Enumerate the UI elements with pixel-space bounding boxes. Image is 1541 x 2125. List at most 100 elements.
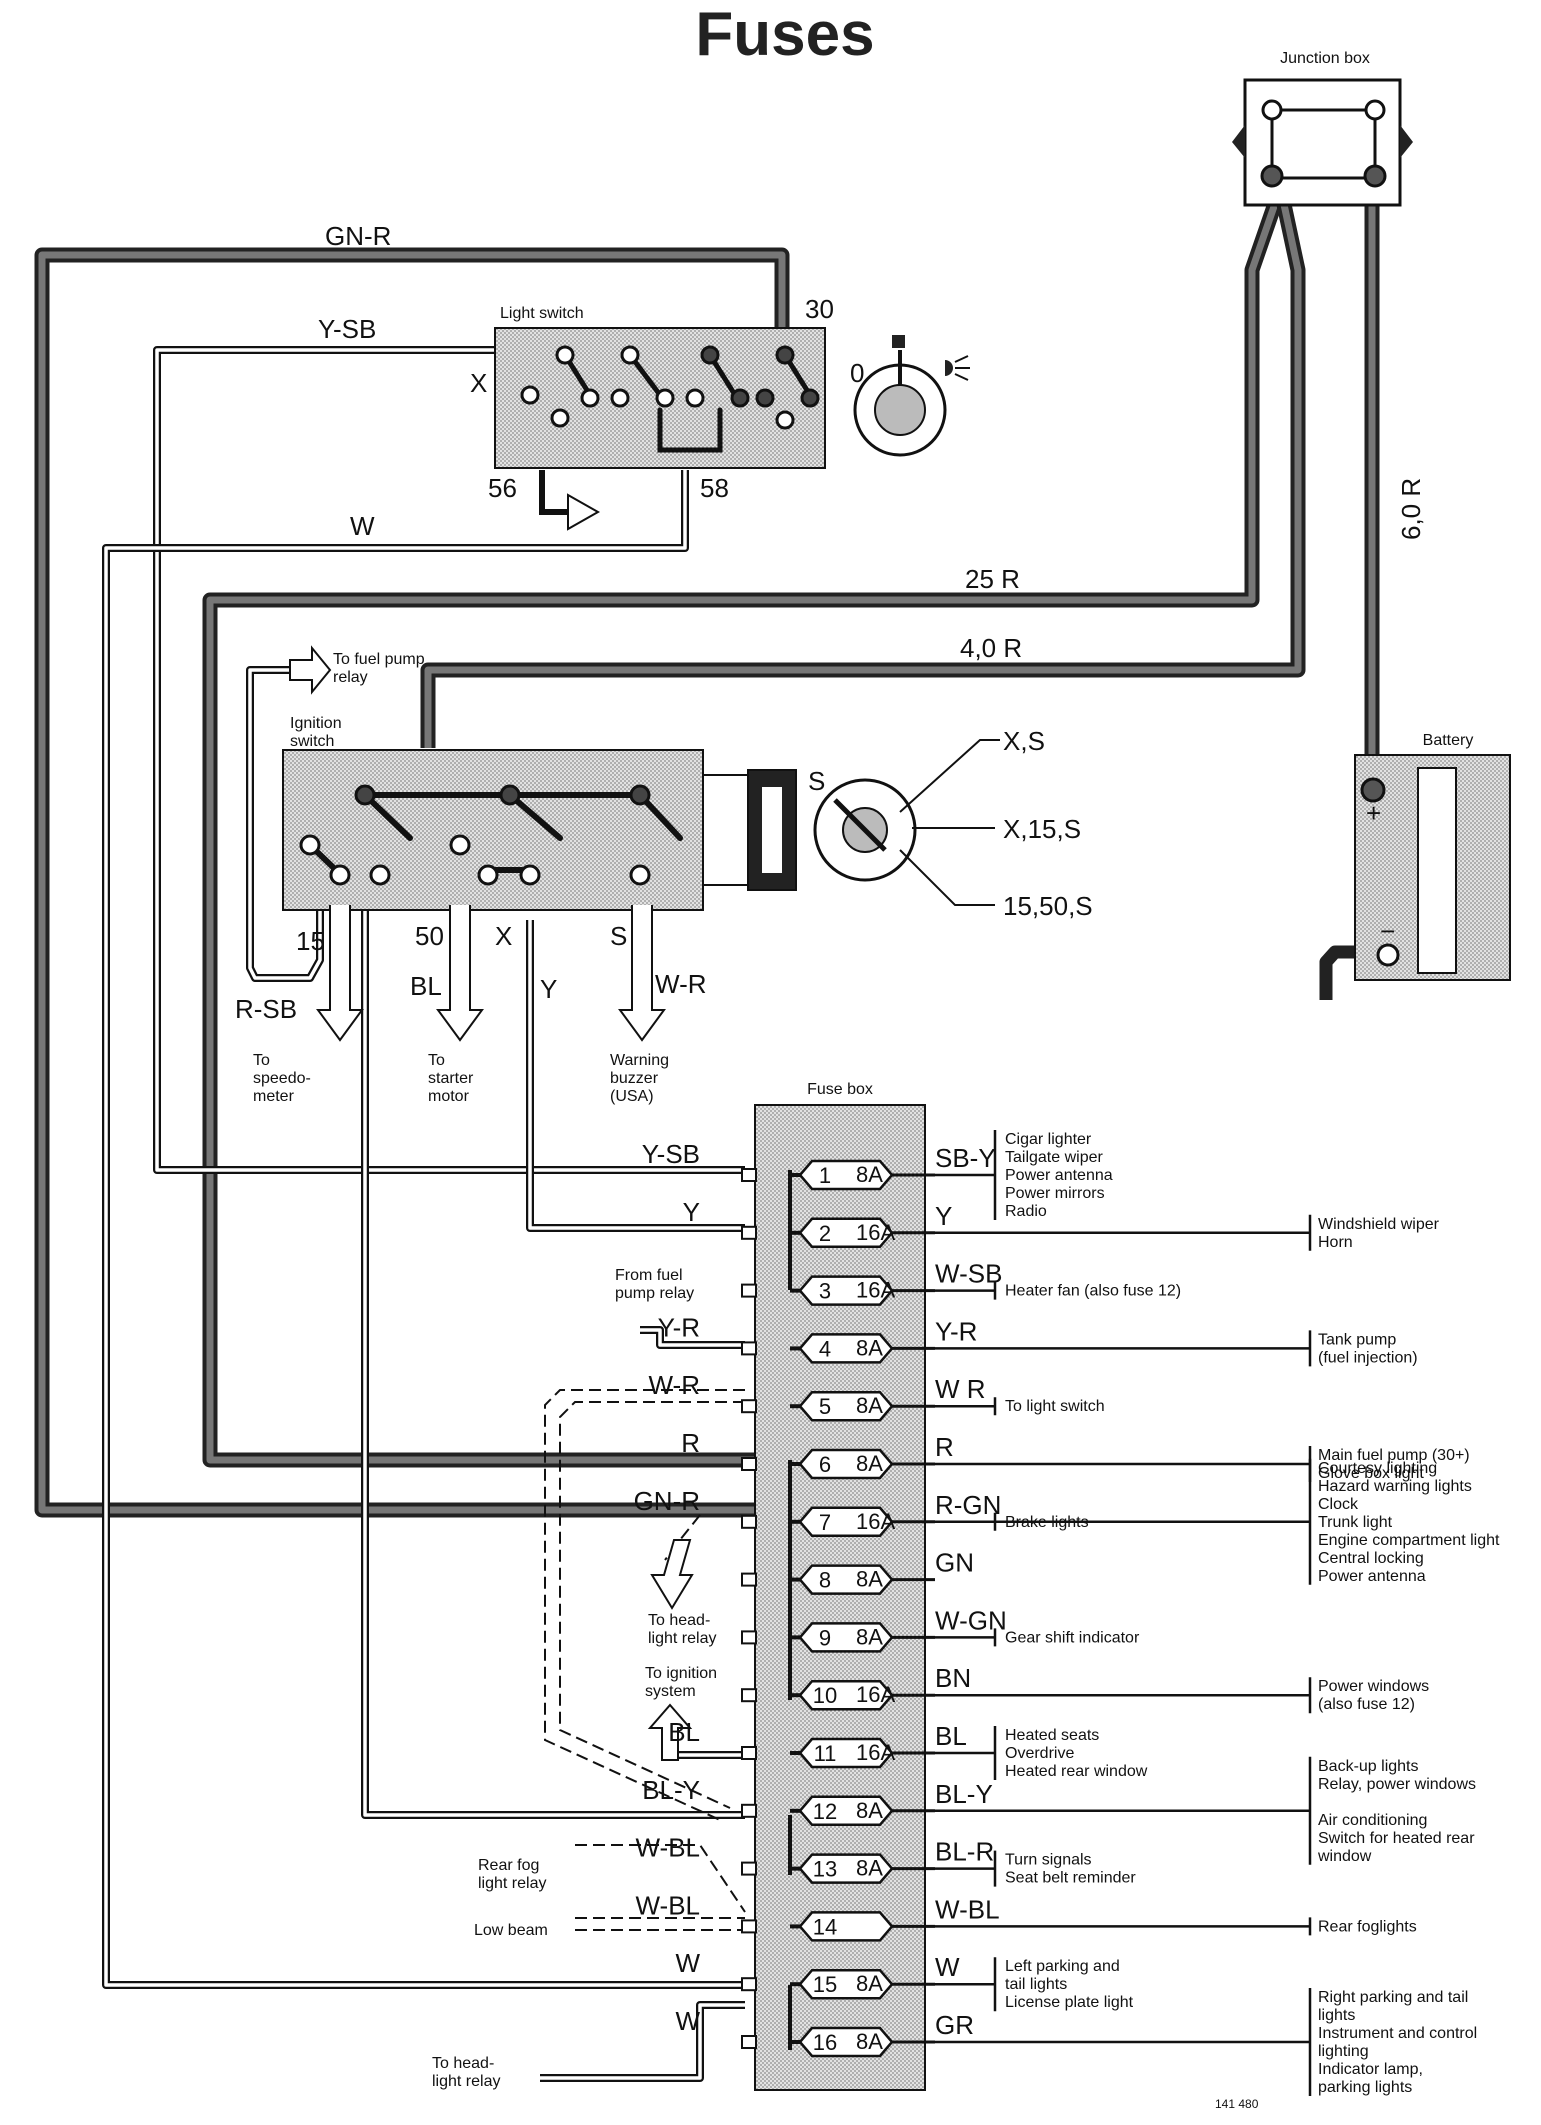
terminal-15: 15	[296, 926, 325, 956]
fuse-circuit-label: window	[1317, 1848, 1372, 1865]
near-bracket	[935, 1281, 997, 1300]
fuse-output-wire: R-GN	[935, 1490, 1001, 1520]
fuse-input-connector	[741, 2035, 757, 2049]
fuse-circuit-label: Turn signals	[1005, 1852, 1092, 1869]
fuse-input-wire: GN-R	[634, 1486, 700, 1516]
fuse-circuit-label: Tailgate wiper	[1005, 1149, 1104, 1166]
fuse-circuit-label: Tank pump	[1318, 1331, 1396, 1348]
fuse-number: 12	[813, 1799, 837, 1824]
fuse-input-wire: W	[675, 2006, 700, 2036]
dashed-wires	[544, 1389, 746, 1931]
near-bracket	[935, 1628, 997, 1647]
fuse-circuit-label: Clock	[1318, 1496, 1359, 1513]
fuse-circuit-label: License plate light	[1005, 1994, 1134, 2011]
fuse-number: 11	[814, 1741, 837, 1766]
ignition-position-3: 15,50,S	[1003, 891, 1093, 921]
far-bracket	[935, 1917, 1312, 1936]
fuse-circuit-label: Gear shift indicator	[1005, 1629, 1140, 1646]
fuse-rating: 8A	[856, 1798, 883, 1823]
fuse-number: 16	[813, 2030, 837, 2055]
fuse-circuit-label: Left parking and	[1005, 1958, 1120, 1975]
label-w: W	[350, 511, 375, 541]
fuse-circuit-label: Engine compartment light	[1318, 1532, 1500, 1549]
fuse-input-connector	[741, 1630, 757, 1645]
fuse-rating: 8A	[856, 1624, 883, 1649]
fuse-rating: 8A	[856, 1393, 883, 1418]
near-bracket	[935, 1726, 997, 1780]
far-bracket	[935, 1446, 1312, 1482]
fuse-output-wire: BL-Y	[935, 1779, 993, 1809]
note-starter-1: To	[428, 1052, 445, 1069]
fuse-circuit-label: lighting	[1318, 2043, 1369, 2060]
fuse-number: 6	[819, 1452, 831, 1477]
junction-box-label: Junction box	[1280, 50, 1370, 67]
fuse-circuit-label: lights	[1318, 2007, 1355, 2024]
far-bracket	[935, 1214, 1312, 1251]
fuse-circuit-label: Power mirrors	[1005, 1185, 1105, 1202]
terminal-56: 56	[488, 473, 517, 503]
fuse-rating: 16A	[856, 1509, 895, 1534]
fuse-number: 4	[819, 1336, 831, 1361]
note-fuel-pump-relay: To fuel pump	[333, 651, 425, 668]
far-bracket	[935, 1988, 1312, 2096]
fuse-circuit-label: Relay, power windows	[1318, 1776, 1476, 1793]
label-y-sb: Y-SB	[318, 314, 376, 344]
fuse-input-wire: R	[681, 1428, 700, 1458]
battery-label: Battery	[1423, 732, 1474, 749]
fuse-circuit-label: Instrument and control	[1318, 2025, 1477, 2042]
light-switch-label: Light switch	[500, 305, 584, 322]
fuse-rating: 16A	[856, 1682, 895, 1707]
fuse-circuit-label: tail lights	[1005, 1976, 1067, 1993]
terminal-58: 58	[700, 473, 729, 503]
fuse-output-wire: W-SB	[935, 1259, 1002, 1289]
fuse-circuit-label: (fuel injection)	[1318, 1349, 1418, 1366]
fuse-rating: 8A	[856, 1856, 883, 1881]
note-speedometer-3: meter	[253, 1088, 295, 1105]
fuse-circuit-label: Seat belt reminder	[1005, 1870, 1136, 1887]
fuse-circuit-label: Courtesy lighting	[1318, 1460, 1437, 1477]
fuse-circuit-label: Heated seats	[1005, 1727, 1099, 1744]
note-speedometer-1: To	[253, 1052, 270, 1069]
label-w-r: W-R	[655, 969, 707, 999]
near-bracket	[935, 1130, 997, 1220]
fuse-number: 15	[813, 1972, 837, 1997]
fuse-output-wire: GN	[935, 1548, 974, 1578]
fuse-circuit-label: Cigar lighter	[1005, 1131, 1092, 1148]
fuse-input-connector	[741, 1688, 757, 1703]
fuse-number: 1	[819, 1163, 831, 1188]
fuse-input-wire: Y	[683, 1197, 700, 1227]
key-position-s: S	[808, 766, 825, 796]
fuse-input-connector	[741, 1803, 757, 1818]
terminal-x-ign: X	[495, 921, 512, 951]
fuse-circuit-label: parking lights	[1318, 2079, 1412, 2096]
fuse-rating: 8A	[856, 1335, 883, 1360]
fuse-circuit-label: Glove box light	[1318, 1465, 1424, 1482]
fuse-circuit-label: Windshield wiper	[1318, 1216, 1440, 1233]
fuse-input-wire: W-BL	[635, 1890, 700, 1920]
fuse-input-wire: Y-SB	[642, 1139, 700, 1169]
note-headlight-bottom-2: light relay	[432, 2073, 500, 2090]
fuse-circuit-label: Heater fan (also fuse 12)	[1005, 1283, 1181, 1300]
fuse-circuit-label: Indicator lamp,	[1318, 2061, 1423, 2078]
fuse-input-wire: W	[675, 1948, 700, 1978]
note-starter-2: starter	[428, 1070, 474, 1087]
fuse-circuit-label: Back-up lights	[1318, 1758, 1419, 1775]
terminal-50: 50	[415, 921, 444, 951]
position-0: 0	[850, 358, 864, 388]
fuse-output-wire: BL-R	[935, 1837, 994, 1867]
far-bracket	[935, 1330, 1312, 1367]
note-headlight-relay-2: light relay	[648, 1630, 716, 1647]
terminal-s: S	[610, 921, 627, 951]
note-rear-fog-1: Rear fog	[478, 1857, 539, 1874]
fuse-circuit-label: Heated rear window	[1005, 1763, 1148, 1780]
fuse-output-wire: BN	[935, 1663, 971, 1693]
ignition-position-2: X,15,S	[1003, 814, 1081, 844]
fuse-number: 2	[819, 1221, 831, 1246]
fuse-number: 3	[819, 1279, 831, 1304]
fuse-circuit-label: Overdrive	[1005, 1745, 1074, 1762]
fuse-output-wire: BL	[935, 1721, 967, 1751]
note-low-beam: Low beam	[474, 1922, 548, 1939]
fuse-input-connector	[741, 1168, 757, 1182]
fuse-circuit-label: Right parking and tail	[1318, 1989, 1468, 2006]
